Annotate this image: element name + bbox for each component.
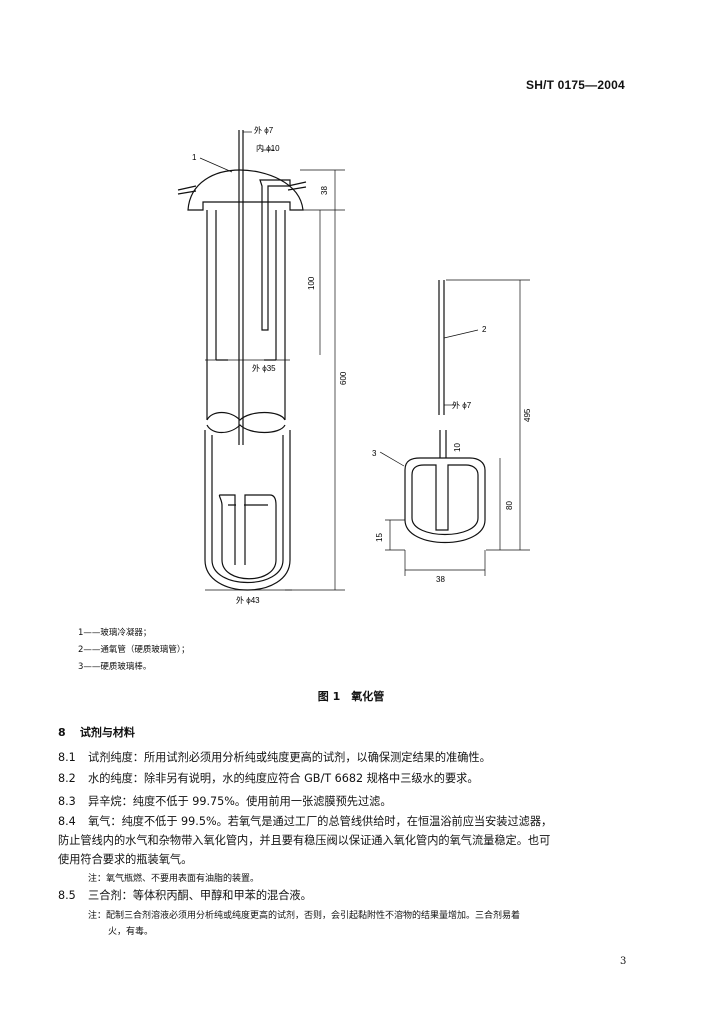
dim-10: 10 [453, 443, 462, 452]
item-number: 8.2 [58, 772, 76, 785]
note-1: 注：氧气瓶燃、不要用表面有油脂的装置。 [88, 874, 260, 884]
dim-outer-d35: 外 ϕ35 [252, 363, 276, 373]
section-title: 试剂与材料 [79, 726, 135, 739]
item-text: 试剂纯度：所用试剂必须用分析纯或纯度更高的试剂，以确保测定结果的准确性。 [88, 751, 491, 764]
cap-side-tube-right [287, 181, 307, 191]
dim-outer-d7-right: 外 ϕ7 [452, 400, 472, 410]
note-2: 注：配制三合剂溶液必须用分析纯或纯度更高的试剂，否则，会引起黏附性不溶物的结果量… [88, 908, 648, 940]
dim-outer-d7-top: 外 ϕ7 [254, 125, 274, 135]
dim-15: 15 [375, 533, 384, 542]
section-heading: 8 试剂与材料 [58, 724, 135, 740]
glass-rod-loop [404, 457, 486, 544]
condenser-wall-left [206, 210, 217, 420]
item-number: 8.4 [58, 815, 76, 828]
item-text-line1: 氧气：纯度不低于 99.5%。若氧气是通过工厂的总管线供给时，在恒温浴前应当安装… [88, 815, 553, 828]
item-text-line2: 防止管线内的水气和杂物带入氧化管内，并且要有稳压阀以保证通入氧化管内的氧气流量稳… [58, 834, 551, 847]
callout-3: 3 [372, 449, 377, 458]
item-number: 8.1 [58, 751, 76, 764]
item-text: 三合剂：等体积丙酮、甲醇和甲苯的混合液。 [88, 889, 312, 902]
left-apparatus [177, 130, 345, 591]
oxygen-delivery-tube [438, 280, 445, 415]
outer-tube [204, 430, 291, 591]
note-2-line2: 火，有毒。 [108, 927, 154, 937]
page-number: 3 [620, 956, 627, 967]
item-text: 水的纯度：除非另有说明，水的纯度应符合 GB/T 6682 规格中三级水的要求。 [88, 772, 479, 785]
legend-item-3: 3——硬质玻璃棒。 [78, 662, 152, 672]
oxidation-tube-figure: 1 外 ϕ7 内 ϕ10 38 100 600 外 ϕ35 外 ϕ43 2 外 … [177, 125, 532, 605]
dim-100: 100 [307, 276, 316, 290]
item-8-2: 8.2 水的纯度：除非另有说明，水的纯度应符合 GB/T 6682 规格中三级水的… [58, 769, 648, 788]
dim-38b: 38 [436, 575, 445, 584]
item-8-3: 8.3 异辛烷：纯度不低于 99.75%。使用前用一张滤膜预先过滤。 [58, 792, 648, 811]
item-text-line3: 使用符合要求的瓶装氧气。 [58, 853, 193, 866]
item-number: 8.5 [58, 889, 76, 902]
item-8-4: 8.4 氧气：纯度不低于 99.5%。若氧气是通过工厂的总管线供给时，在恒温浴前应… [58, 812, 648, 869]
right-apparatus [379, 279, 530, 576]
item-8-1: 8.1 试剂纯度：所用试剂必须用分析纯或纯度更高的试剂，以确保测定结果的准确性。 [58, 748, 648, 767]
dim-495: 495 [523, 408, 532, 422]
note-2-line1: 注：配制三合剂溶液必须用分析纯或纯度更高的试剂，否则，会引起黏附性不溶物的结果量… [88, 911, 521, 921]
cap-side-tube [177, 185, 197, 195]
callout-2: 2 [482, 325, 487, 334]
item-8-5: 8.5 三合剂：等体积丙酮、甲醇和甲苯的混合液。 [58, 886, 648, 905]
callout-1: 1 [192, 153, 197, 162]
dim-600: 600 [339, 371, 348, 385]
oxygen-tube [238, 130, 244, 445]
item-number: 8.3 [58, 795, 76, 808]
standard-number: SH/T 0175—2004 [526, 78, 625, 92]
condenser-cap [187, 169, 304, 211]
legend-item-2: 2——通氧管（硬质玻璃管）； [78, 645, 190, 655]
legend-item-1: 1——玻璃冷凝器； [78, 628, 152, 638]
dim-80: 80 [505, 501, 514, 510]
dim-inner-d10: 内 ϕ10 [256, 143, 280, 153]
figure-caption: 图 1 氧化管 [317, 690, 385, 703]
dim-outer-d43: 外 ϕ43 [236, 595, 260, 605]
dim-38: 38 [320, 186, 329, 195]
section-number: 8 [58, 726, 66, 739]
inner-l-tube [259, 179, 291, 331]
condenser-wall-right [275, 210, 286, 420]
item-text: 异辛烷：纯度不低于 99.75%。使用前用一张滤膜预先过滤。 [88, 795, 392, 808]
